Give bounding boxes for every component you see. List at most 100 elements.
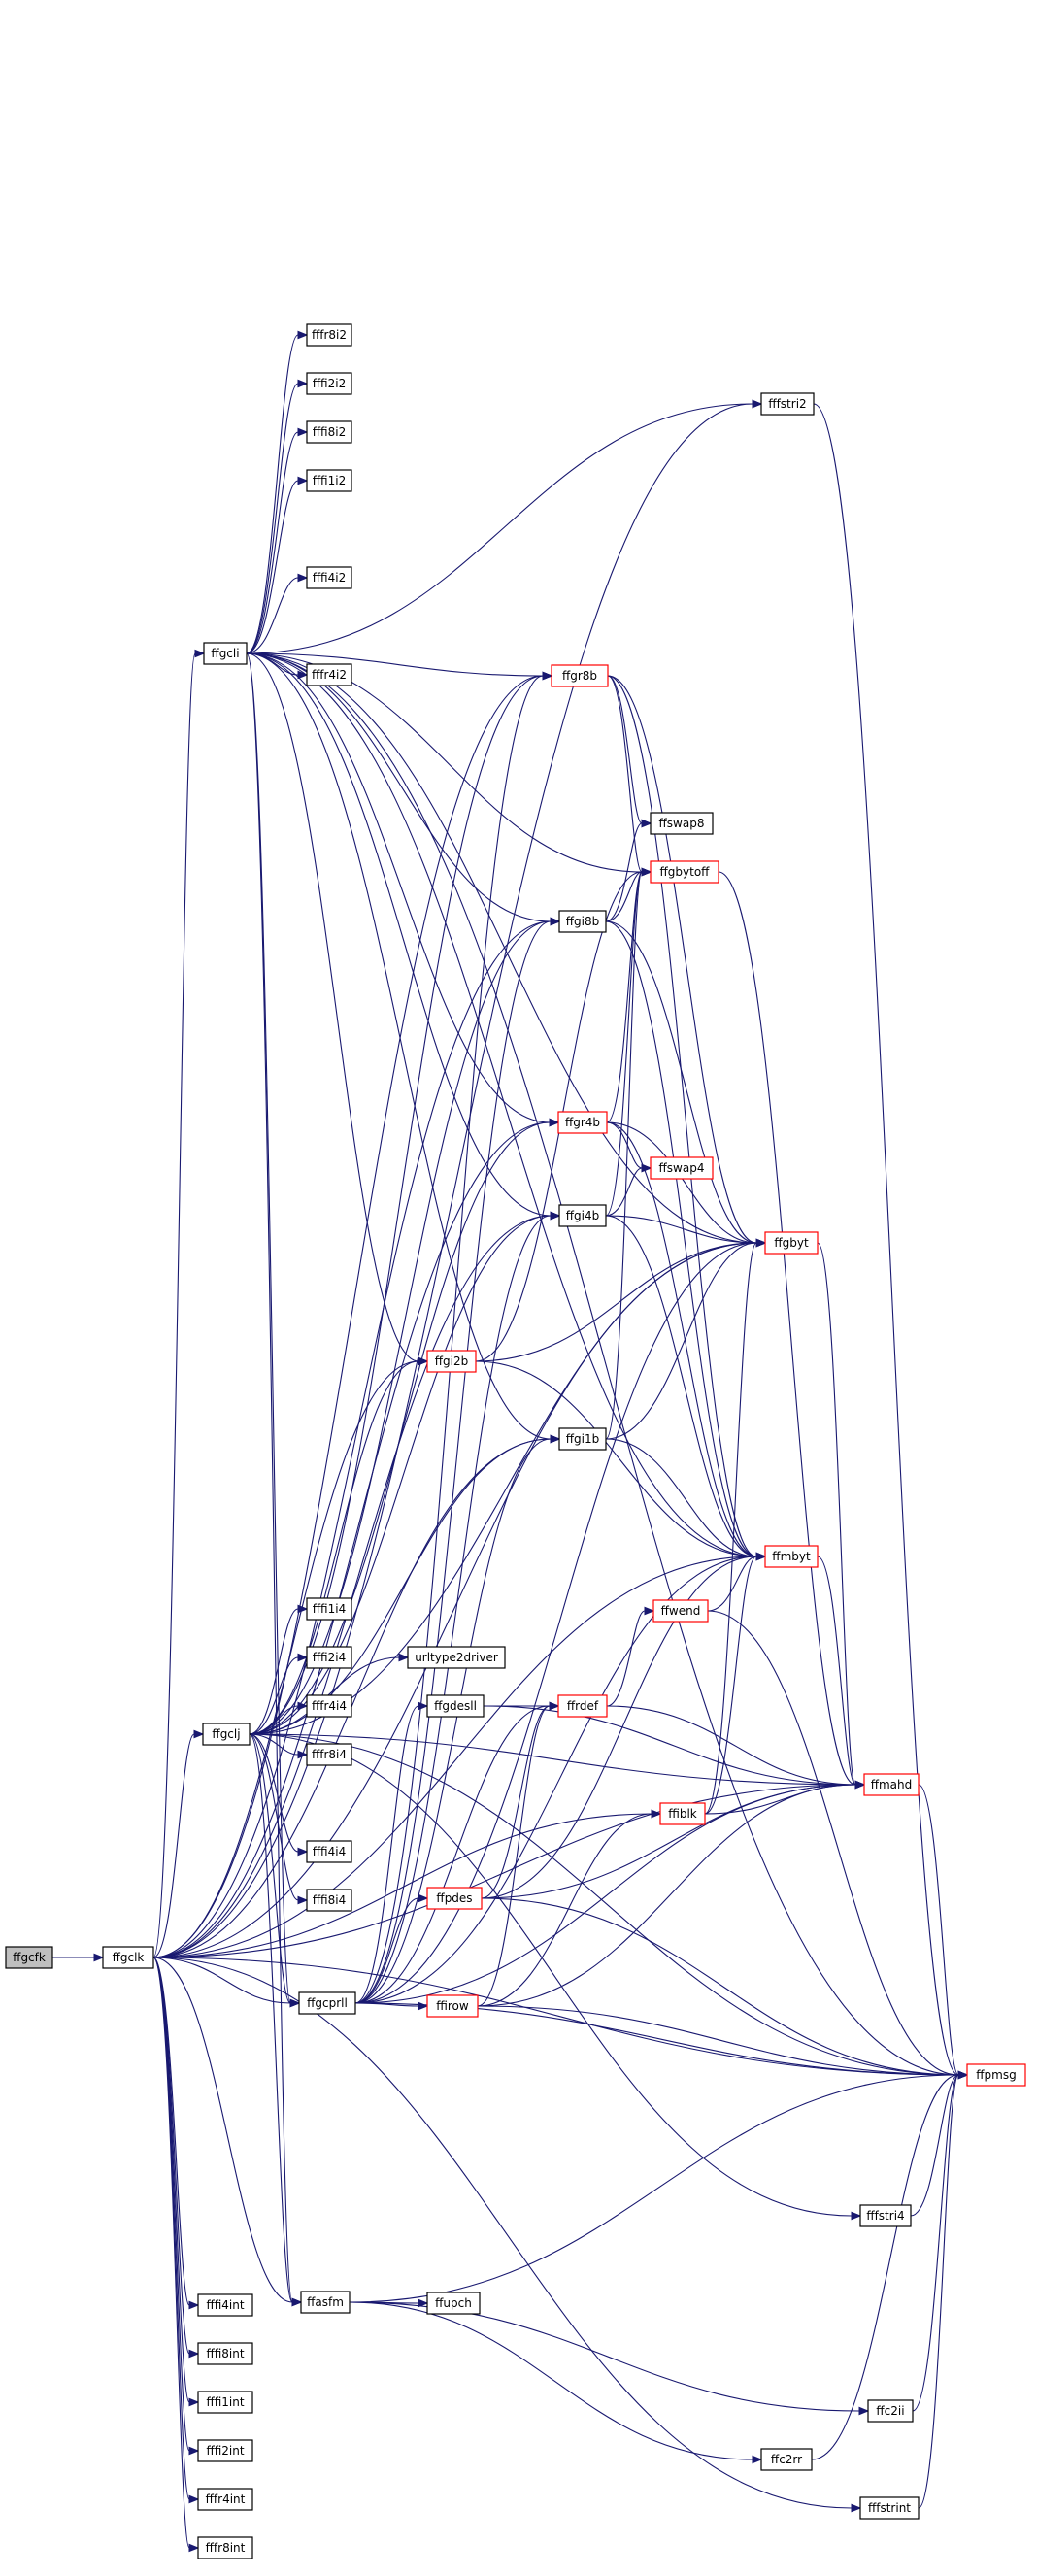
node-label: ffswap4: [659, 1161, 705, 1175]
edge-ffgclj-to-ffasfm: [249, 1733, 303, 2307]
node-ffswap4[interactable]: ffswap4: [650, 1156, 714, 1180]
node-ffupch[interactable]: ffupch: [426, 2292, 481, 2315]
node-ffgi2b[interactable]: ffgi2b: [426, 1350, 477, 1373]
edge-line: [813, 403, 959, 2076]
node-label: ffgr4b: [565, 1116, 600, 1129]
node-fffi1int[interactable]: fffi1int: [197, 2391, 253, 2414]
node-fffr4i4[interactable]: fffr4i4: [306, 1694, 352, 1718]
node-fffr8int[interactable]: fffr8int: [197, 2536, 253, 2559]
edge-ffgclj-to-fffi2i4: [249, 1653, 309, 1735]
node-ffasfm[interactable]: ffasfm: [300, 2291, 351, 2314]
node-fffr4i2[interactable]: fffr4i2: [306, 663, 352, 686]
node-layer: ffgcfk ffgclk ffgcli ffgclj ffgcprll ffasfm ff…: [5, 323, 1026, 2559]
edge-line: [605, 1438, 757, 1557]
edge-ffgbyt-to-ffmahd: [817, 1242, 866, 1790]
node-label: ffc2ii: [876, 2404, 904, 2418]
edge-line: [605, 871, 643, 1440]
node-ffgcli[interactable]: ffgcli: [203, 642, 248, 665]
node-label: fffstrint: [868, 2501, 911, 2515]
node-fffi4int[interactable]: fffi4int: [197, 2293, 253, 2317]
node-box: [197, 2439, 253, 2462]
edge-line: [249, 1656, 299, 1735]
edge-line: [477, 2005, 959, 2076]
edge-line: [249, 1438, 552, 1735]
node-ffgbytoff[interactable]: ffgbytoff: [650, 860, 719, 884]
node-label: ffgi1b: [566, 1432, 599, 1446]
node-fffi8int[interactable]: fffi8int: [197, 2342, 253, 2365]
node-ffgi8b[interactable]: ffgi8b: [558, 910, 607, 933]
arrowhead: [188, 2494, 200, 2504]
node-fffr8i2[interactable]: fffr8i2: [306, 323, 352, 347]
node-fffr8i4[interactable]: fffr8i4: [306, 1743, 352, 1766]
node-label: ffgi4b: [566, 1209, 599, 1222]
node-ffc2rr[interactable]: ffc2rr: [760, 2448, 813, 2471]
arrowhead: [188, 2446, 200, 2456]
edge-line: [607, 675, 643, 824]
edge-line: [246, 652, 552, 922]
arrowhead: [291, 2297, 303, 2307]
node-ffgcfk: ffgcfk: [5, 1946, 53, 1969]
node-label: fffi8int: [206, 2347, 244, 2360]
edge-ffirow-to-ffiblk: [477, 1809, 662, 2007]
node-ffswap8[interactable]: ffswap8: [650, 812, 714, 835]
arrowhead: [188, 2397, 200, 2407]
edge-line: [249, 1733, 853, 2217]
edge-ffwend-to-ffpmsg: [707, 1610, 969, 2080]
node-fffstrint[interactable]: fffstrint: [859, 2496, 920, 2520]
node-ffmbyt[interactable]: ffmbyt: [764, 1545, 819, 1568]
node-ffgbyt[interactable]: ffgbyt: [764, 1231, 819, 1255]
node-box: [197, 2488, 253, 2511]
node-box: [859, 2496, 920, 2520]
node-fffstri2[interactable]: fffstri2: [760, 392, 815, 416]
edge-line: [605, 1215, 757, 1244]
node-fffstri4[interactable]: fffstri4: [859, 2204, 912, 2227]
edge-line: [249, 1215, 552, 1735]
node-ffwend[interactable]: ffwend: [652, 1599, 709, 1623]
node-fffi1i4[interactable]: fffi1i4: [306, 1597, 352, 1621]
node-label: fffi1int: [206, 2395, 244, 2409]
edge-line: [354, 1242, 757, 2004]
node-ffrdef[interactable]: ffrdef: [557, 1694, 608, 1718]
node-ffgclk[interactable]: ffgclk: [102, 1946, 154, 1969]
edge-ffgi4b-to-ffswap4: [605, 1163, 652, 1217]
edge-ffgi1b-to-ffgbytoff: [605, 867, 652, 1440]
node-fffi2i2[interactable]: fffi2i2: [306, 372, 352, 395]
node-fffi2i4[interactable]: fffi2i4: [306, 1646, 352, 1669]
node-fffi4i4[interactable]: fffi4i4: [306, 1840, 352, 1863]
node-ffgcprll[interactable]: ffgcprll: [298, 1991, 356, 2015]
node-ffgi4b[interactable]: ffgi4b: [558, 1204, 607, 1227]
edge-ffgcli-to-fffi1i2: [246, 476, 309, 654]
node-fffr4int[interactable]: fffr4int: [197, 2488, 253, 2511]
node-ffgdesll[interactable]: ffgdesll: [426, 1694, 485, 1718]
arrowhead: [418, 1701, 429, 1711]
node-label: fffi4int: [206, 2298, 244, 2312]
node-ffirow[interactable]: ffirow: [426, 1994, 479, 2018]
node-fffi8i2[interactable]: fffi8i2: [306, 420, 352, 444]
edge-line: [918, 2074, 959, 2509]
node-ffgr4b[interactable]: ffgr4b: [557, 1111, 608, 1134]
arrowhead: [418, 2298, 429, 2308]
node-label: ffgbytoff: [660, 865, 711, 879]
node-ffgi1b[interactable]: ffgi1b: [558, 1427, 607, 1451]
node-ffgr8b[interactable]: ffgr8b: [551, 664, 609, 687]
node-fffi4i2[interactable]: fffi4i2: [306, 566, 352, 589]
node-ffpdes[interactable]: ffpdes: [426, 1887, 483, 1910]
node-ffc2ii[interactable]: ffc2ii: [867, 2399, 914, 2423]
node-box: [5, 1946, 53, 1969]
edge-ffgr4b-to-ffswap4: [606, 1121, 652, 1173]
node-fffi2int[interactable]: fffi2int: [197, 2439, 253, 2462]
node-box: [197, 2293, 253, 2317]
node-urltype2driver[interactable]: urltype2driver: [407, 1646, 506, 1669]
node-ffgclj[interactable]: ffgclj: [202, 1723, 251, 1746]
node-label: fffi4i4: [313, 1845, 346, 1858]
node-ffpmsg[interactable]: ffpmsg: [966, 2063, 1026, 2087]
edge-line: [152, 403, 753, 1958]
node-ffiblk[interactable]: ffiblk: [659, 1802, 706, 1825]
node-fffi8i4[interactable]: fffi8i4: [306, 1889, 352, 1912]
edge-ffmbyt-to-ffmahd: [817, 1556, 866, 1790]
edge-line: [152, 1957, 293, 2303]
edge-ffgclk-to-ffiblk: [152, 1809, 662, 1958]
edge-line: [354, 920, 552, 2004]
node-ffmahd[interactable]: ffmahd: [863, 1773, 920, 1796]
node-fffi1i2[interactable]: fffi1i2: [306, 469, 352, 492]
